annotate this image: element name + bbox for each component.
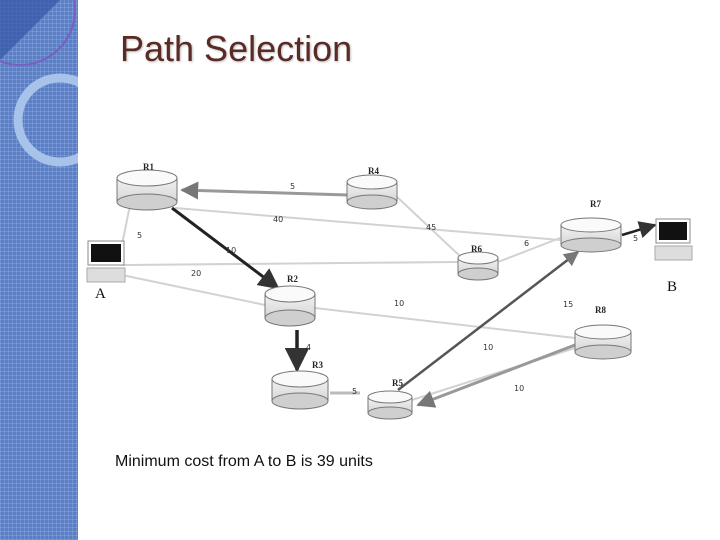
weight-r6-r7: 6 (524, 239, 529, 248)
label-r5: R5 (392, 378, 403, 388)
link-r6-r7 (497, 237, 561, 263)
links-highlight (171, 181, 657, 408)
weight-r3-r5: 5 (352, 387, 357, 396)
label-r4: R4 (368, 166, 379, 176)
link-a-r2 (121, 274, 266, 306)
router-r1 (116, 169, 178, 211)
weight-a-r2: 20 (191, 269, 201, 278)
label-r7: R7 (590, 199, 601, 209)
label-r3: R3 (312, 360, 323, 370)
weight-r2-r8: 10 (394, 299, 404, 308)
router-r4 (346, 174, 398, 210)
link-r1-r2-path (171, 206, 280, 290)
weight-r1-r7: 40 (273, 215, 283, 224)
label-endpoint-b: B (667, 279, 677, 295)
computer-b-icon (654, 218, 693, 261)
weight-r2-r7: 15 (563, 300, 573, 309)
label-r2: R2 (287, 274, 298, 284)
link-r5-r7-path (397, 251, 580, 391)
label-r6: R6 (471, 244, 482, 254)
links-light (119, 194, 576, 401)
link-r4-r6 (394, 194, 463, 259)
link-r8-r5-path (416, 343, 576, 408)
label-r1: R1 (143, 162, 154, 172)
router-r8 (574, 324, 632, 360)
weight-a-r1: 5 (137, 231, 142, 240)
slide-title: Path Selection (120, 28, 353, 69)
link-r2-r8 (314, 307, 576, 339)
link-a-r6 (121, 261, 459, 266)
link-r1-r7 (174, 207, 561, 241)
router-r7 (560, 217, 622, 253)
weight-r5-r7: 10 (483, 343, 493, 352)
decorative-circles-icon (0, 0, 78, 167)
caption-text: Minimum cost from A to B is 39 units (115, 453, 373, 470)
router-r6 (457, 251, 499, 281)
weight-r4-r6: 45 (426, 223, 436, 232)
router-r3 (271, 370, 329, 410)
link-r7-b-path (621, 221, 657, 238)
label-endpoint-a: A (95, 286, 106, 302)
link-r4-r1-path (180, 181, 349, 200)
weight-a-r6: 10 (226, 246, 236, 255)
label-r8: R8 (595, 305, 606, 315)
router-r2 (264, 285, 316, 327)
weight-r7-b: 5 (633, 234, 638, 243)
weight-r2-r3: 4 (306, 343, 311, 352)
weight-r1-r4: 5 (290, 182, 295, 191)
computer-a-icon (86, 240, 126, 283)
router-r5 (367, 390, 413, 420)
weight-r5-r8: 10 (514, 384, 524, 393)
sidebar-decoration (0, 0, 78, 540)
